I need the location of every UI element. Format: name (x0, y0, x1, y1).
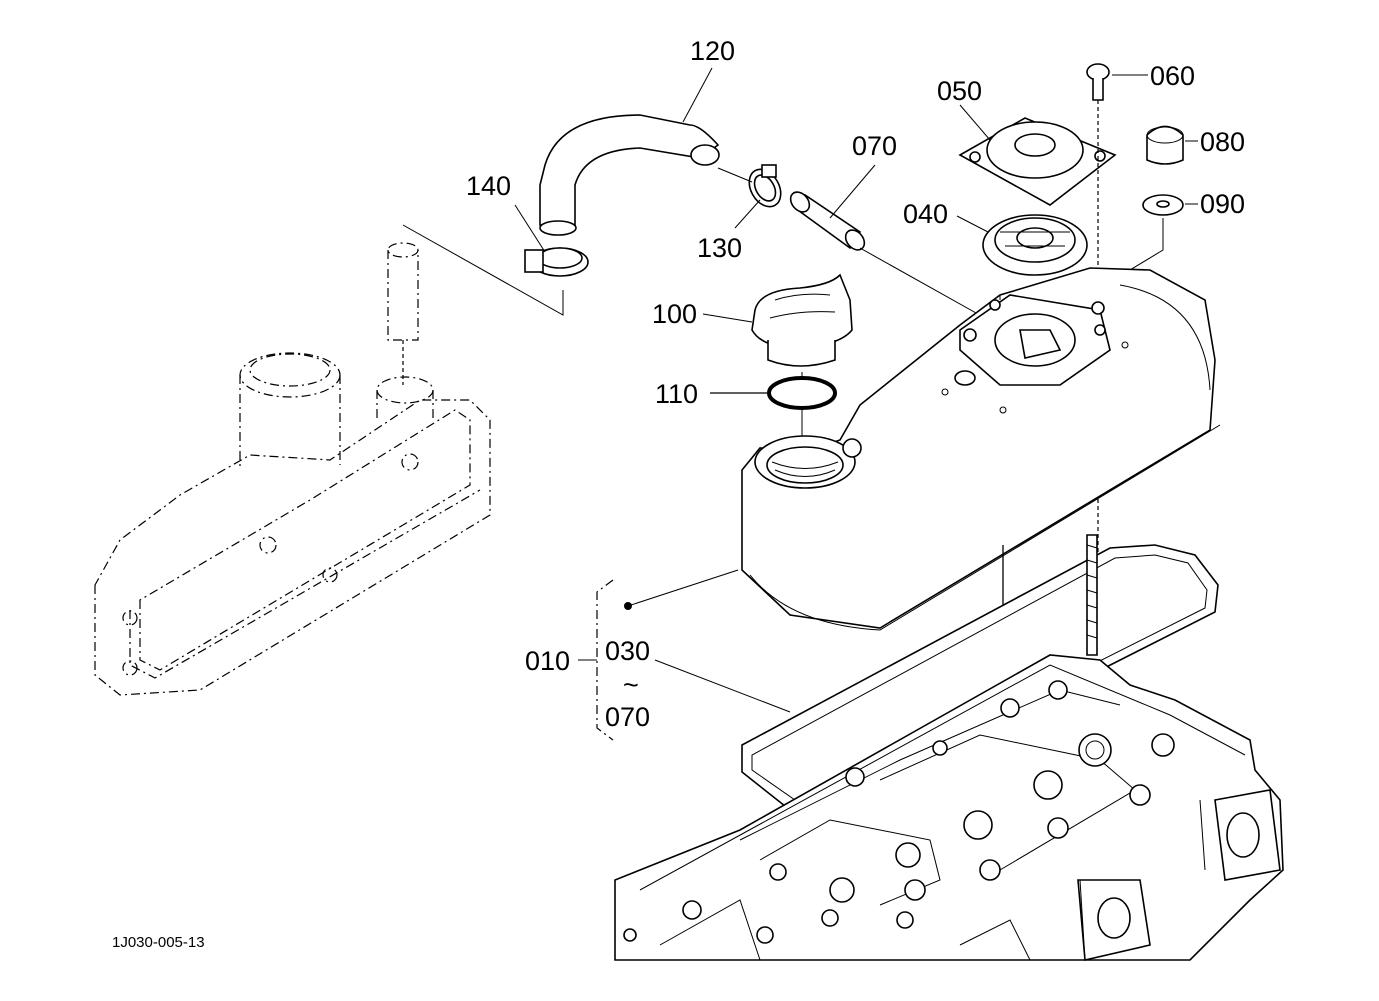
oil-separator-040 (982, 214, 1088, 276)
callout-070-pipe: 070 (852, 131, 897, 161)
callout-030: 030 (605, 636, 650, 666)
breather-hose-120 (539, 114, 720, 236)
assembly-bracket-icon (596, 579, 614, 741)
cover-gasket-030 (741, 544, 1219, 813)
rocker-arm-cover (741, 267, 1221, 631)
callout-range-tilde: ~ (623, 670, 639, 700)
callout-120: 120 (690, 36, 735, 66)
washer-090 (1142, 194, 1184, 216)
callout-070-range: 070 (605, 702, 650, 732)
oil-filler-cap-100 (751, 273, 853, 367)
callout-080: 080 (1200, 127, 1245, 157)
callout-140: 140 (466, 171, 511, 201)
breather-pipe-070 (789, 191, 866, 251)
drawing-code: 1J030-005-13 (112, 934, 205, 951)
callout-050: 050 (937, 76, 982, 106)
assembly-dot-icon (624, 602, 632, 610)
breather-nipple (387, 242, 419, 385)
hose-clamp-130 (748, 164, 782, 208)
callout-090: 090 (1200, 189, 1245, 219)
cap-nut-080 (1146, 125, 1184, 165)
intake-manifold (94, 352, 491, 696)
callout-040: 040 (903, 199, 948, 229)
callout-060: 060 (1150, 61, 1195, 91)
callout-110: 110 (655, 379, 698, 409)
o-ring-110 (767, 376, 837, 410)
callout-130: 130 (697, 233, 742, 263)
callout-100: 100 (652, 299, 697, 329)
cylinder-head (614, 654, 1284, 961)
stud-bolt (1086, 534, 1098, 656)
callout-010: 010 (525, 646, 570, 676)
bolt-060 (1086, 63, 1110, 770)
hose-clamp-140 (524, 247, 589, 277)
leader-lines (514, 67, 1198, 713)
assembly-lines-left (402, 167, 986, 319)
cover-plate-050 (958, 117, 1117, 206)
